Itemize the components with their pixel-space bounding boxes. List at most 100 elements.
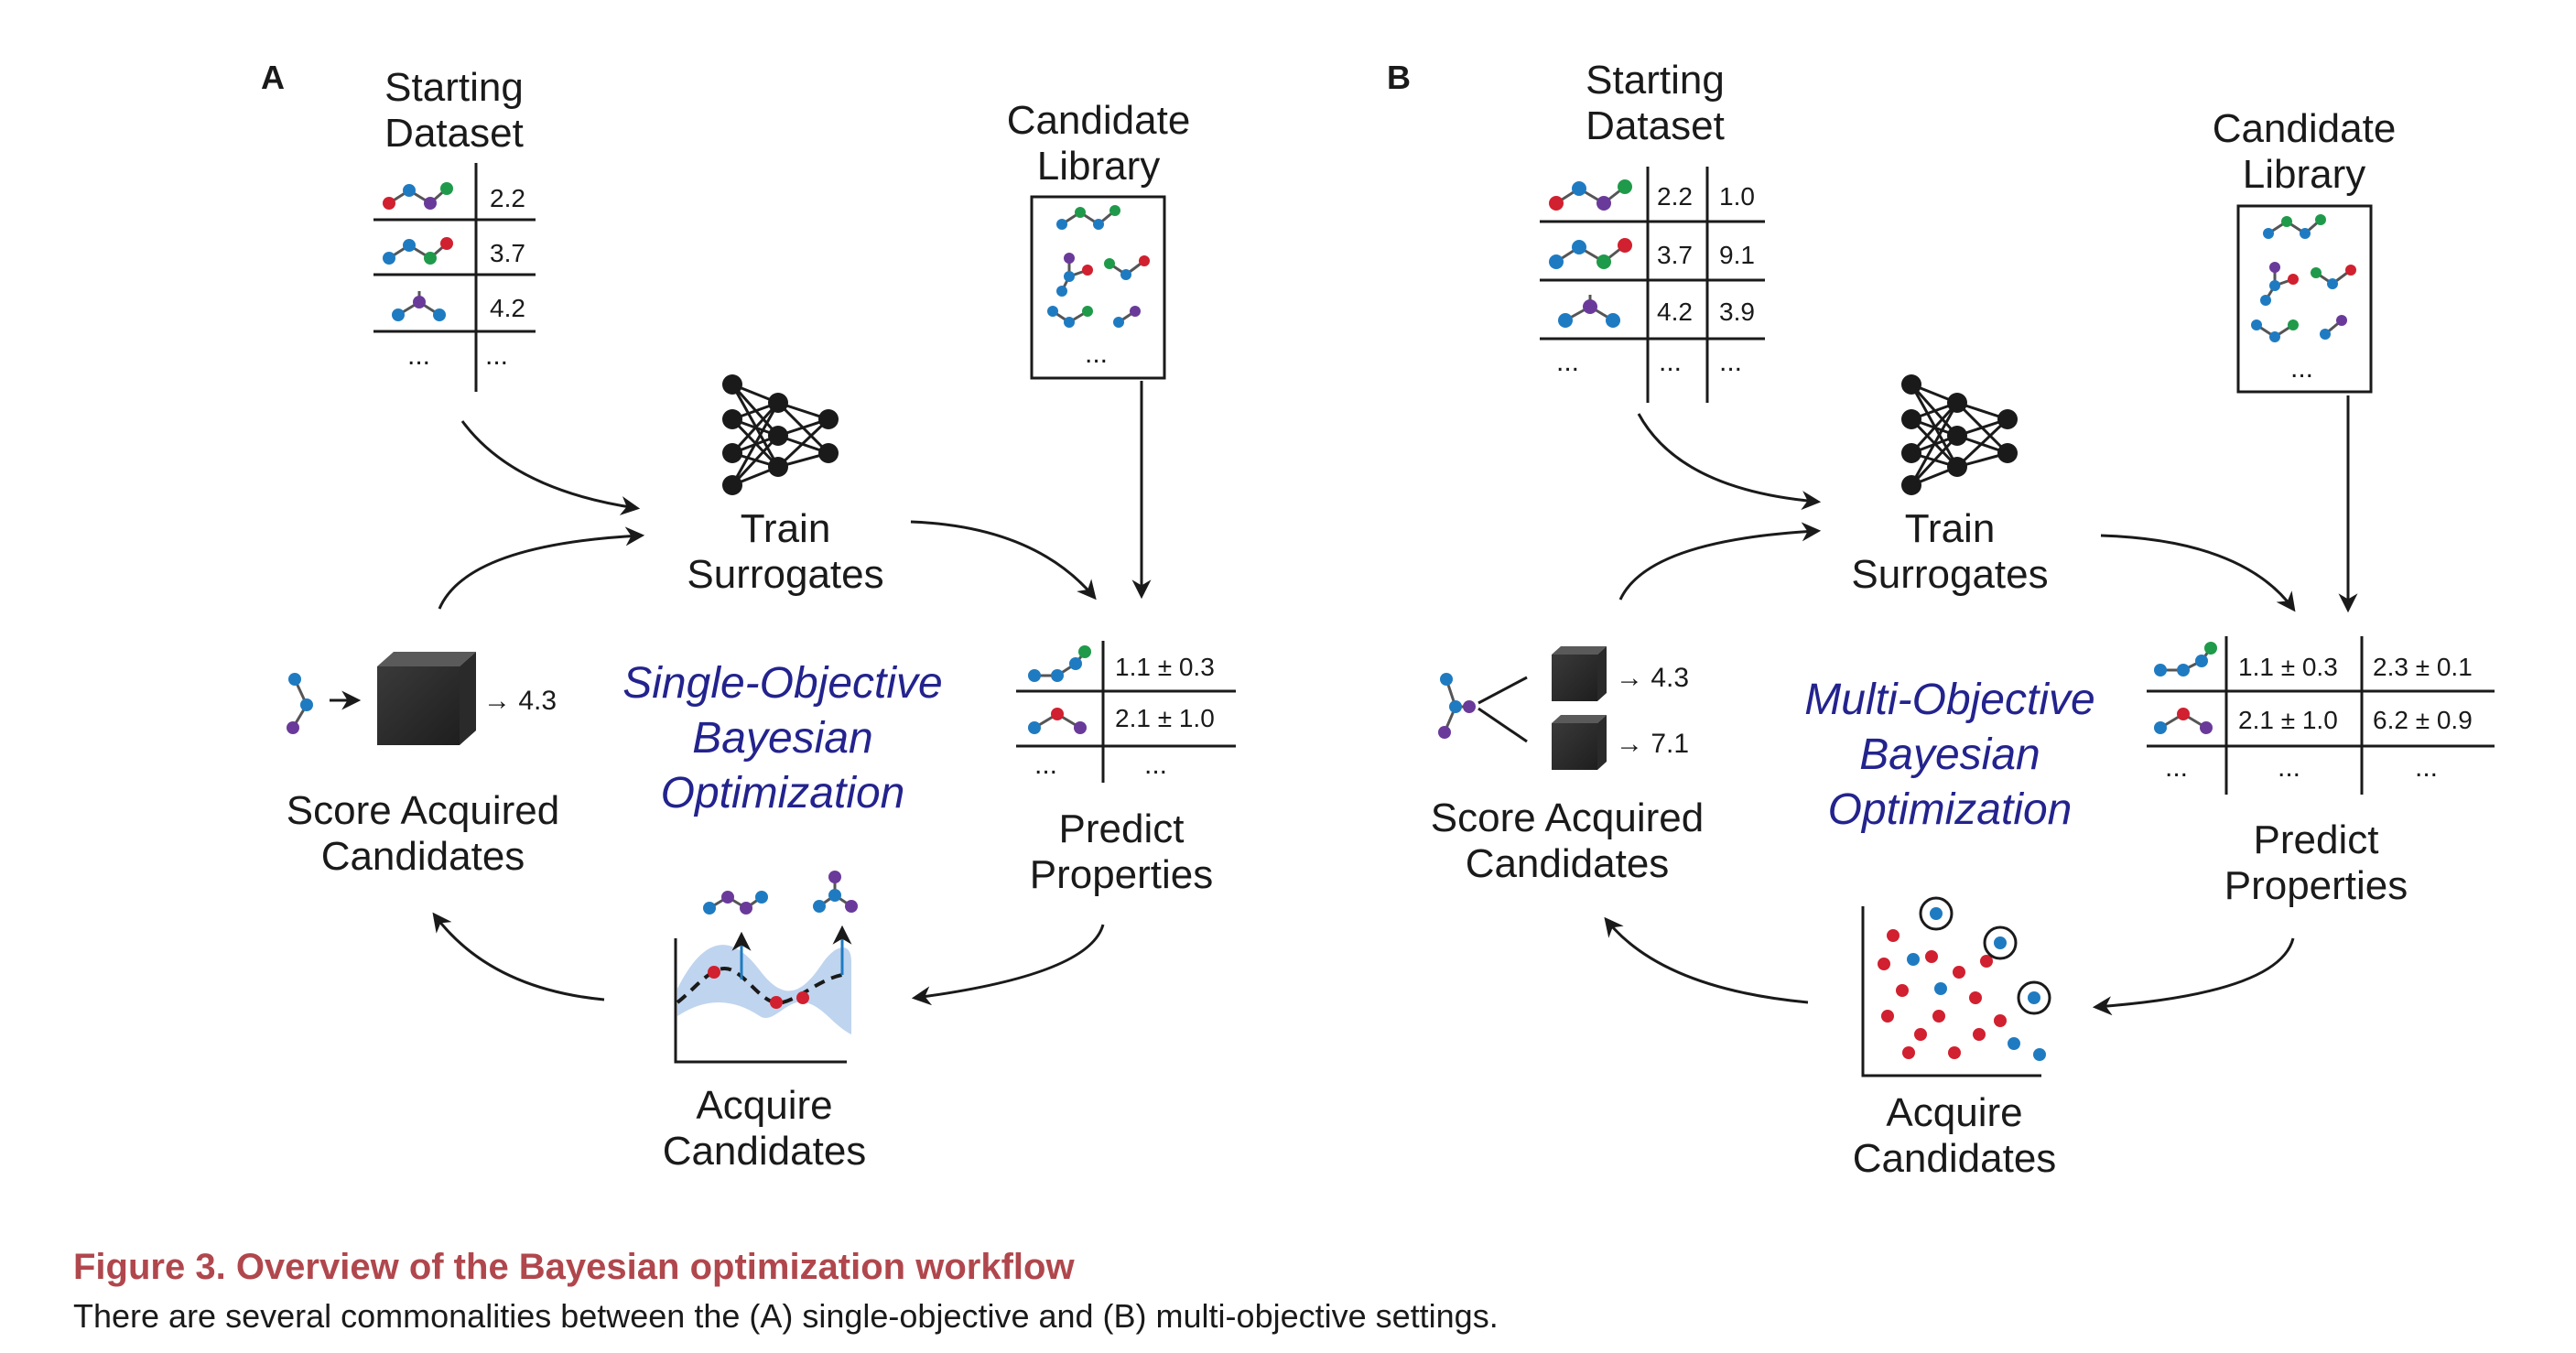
molecule-icon [2251,319,2299,342]
panel-b-workflow-arrows [1604,395,2358,1016]
table-ellipsis: ... [1556,347,1579,377]
mean-curve [676,967,843,1005]
table-ellipsis: ... [407,341,430,371]
arrow [1604,916,1809,1004]
branch-line [1477,676,1528,705]
experiment-cube-icon [377,652,476,745]
panel-b-letter: B [1387,59,1411,96]
train-surrogates-label-line1: Train [1905,506,1996,551]
molecule-icon [1438,673,1476,739]
observed-point [796,991,809,1004]
dataset-value: 1.0 [1719,182,1755,211]
panel-a: A Starting Dataset [261,59,1236,1174]
molecule-icon [1028,708,1087,734]
starting-dataset-label-line2: Dataset [1586,103,1725,148]
arrow [1618,522,1822,601]
score-acquired-label-line1: Score Acquired [287,788,559,833]
neural-network-icon [1901,374,2018,495]
molecule-icon [2320,315,2347,340]
observed-point [708,966,720,979]
panel-b-predictions-table: 1.1 ± 0.3 2.3 ± 0.1 2.1 ± 1.0 6.2 ± 0.9 … [2147,636,2495,795]
candidate-library-label-line2: Library [2243,152,2366,197]
table-ellipsis: ... [1659,347,1682,377]
starting-dataset-label-line2: Dataset [384,111,524,156]
prediction-value: 6.2 ± 0.9 [2373,706,2473,734]
arrow [910,520,1097,601]
predict-properties-label-line1: Predict [1059,806,1185,851]
library-box [2236,204,2373,394]
molecule-icon [2311,265,2356,289]
molecule-icon [2154,642,2217,676]
predict-properties-label-line2: Properties [1030,852,1214,897]
library-ellipsis: ... [2290,353,2313,384]
table-ellipsis: ... [1034,750,1057,780]
molecule-icon [2260,262,2299,306]
molecule-icon [813,871,858,913]
table-ellipsis: ... [2165,752,2188,783]
molecule-icon [383,182,453,210]
acquire-candidates-label-line1: Acquire [1886,1090,2022,1135]
prediction-value: 2.3 ± 0.1 [2373,653,2473,681]
experiment-cube-icon [1552,646,1607,701]
figure-caption: Figure 3. Overview of the Bayesian optim… [73,1247,2545,1336]
prediction-value: 1.1 ± 0.3 [1115,653,1215,681]
dataset-value: 3.7 [1657,241,1693,269]
plot-axes [674,938,847,1064]
selected-points [1919,896,2051,1015]
library-ellipsis: ... [1085,339,1108,369]
arrow [2092,937,2295,1016]
panel-a-candidate-library: Candidate Library [1007,98,1191,380]
molecule-icon [1028,645,1091,682]
caption-title: Figure 3. Overview of the Bayesian optim… [73,1247,1075,1287]
dataset-value: 4.2 [490,294,525,322]
panel-b-scoring: → 4.3 → 7.1 [1438,646,1689,770]
neural-network-icon [722,374,839,495]
panel-a-scoring: → 4.3 [287,652,557,745]
uncertainty-band [677,945,851,1034]
candidate-library-label-line2: Library [1037,144,1161,189]
predict-properties-label-line2: Properties [2224,863,2408,908]
center-label-line1: Multi-Objective [1804,676,2094,724]
score-acquired-label-line2: Candidates [1466,841,1670,886]
center-label-line3: Optimization [661,769,905,817]
plot-axes [1861,906,2041,1077]
panel-b-acquisition-scatter [1861,896,2051,1077]
dataset-value: 9.1 [1719,241,1755,269]
dataset-value: 4.2 [1657,298,1693,326]
train-surrogates-label-line1: Train [741,506,831,551]
panel-a-starting-dataset: Starting Dataset [373,65,536,392]
table-ellipsis: ... [1719,347,1742,377]
arrow [432,912,605,1001]
molecule-icon [1549,238,1632,269]
molecule-icon [703,891,768,915]
molecule-icon [1558,295,1620,328]
center-label-line2: Bayesian [1859,731,2040,779]
dataset-value: 3.7 [490,239,525,267]
molecule-icon [2263,214,2326,239]
molecule-icon [1056,205,1120,230]
train-surrogates-label-line2: Surrogates [687,552,883,597]
acquire-candidates-label-line2: Candidates [1853,1136,2057,1181]
table-ellipsis: ... [2415,752,2438,783]
arrow [2100,534,2296,612]
workflow-figure: A Starting Dataset [261,58,2495,1181]
score-value: → 7.1 [1616,729,1689,759]
acquire-candidates-label-line1: Acquire [696,1083,832,1128]
score-acquired-label-line2: Candidates [321,834,525,879]
train-surrogates-label-line2: Surrogates [1851,552,2048,597]
caption-text: There are several commonalities between … [73,1297,1499,1335]
center-label-line3: Optimization [1828,785,2073,834]
molecule-icon [1104,255,1150,280]
panel-a-acquisition-plot [674,871,858,1064]
dataset-value: 2.2 [1657,182,1693,211]
molecule-icon [1549,179,1632,211]
center-label-line1: Single-Objective [622,659,943,708]
prediction-value: 2.1 ± 1.0 [1115,704,1215,732]
score-acquired-label-line1: Score Acquired [1431,796,1704,840]
score-value: → 4.3 [483,686,557,716]
dataset-value: 3.9 [1719,298,1755,326]
starting-dataset-label-line1: Starting [1586,58,1725,103]
molecule-icon [392,291,446,321]
candidate-library-label-line1: Candidate [1007,98,1191,143]
molecule-icon [2154,708,2213,734]
